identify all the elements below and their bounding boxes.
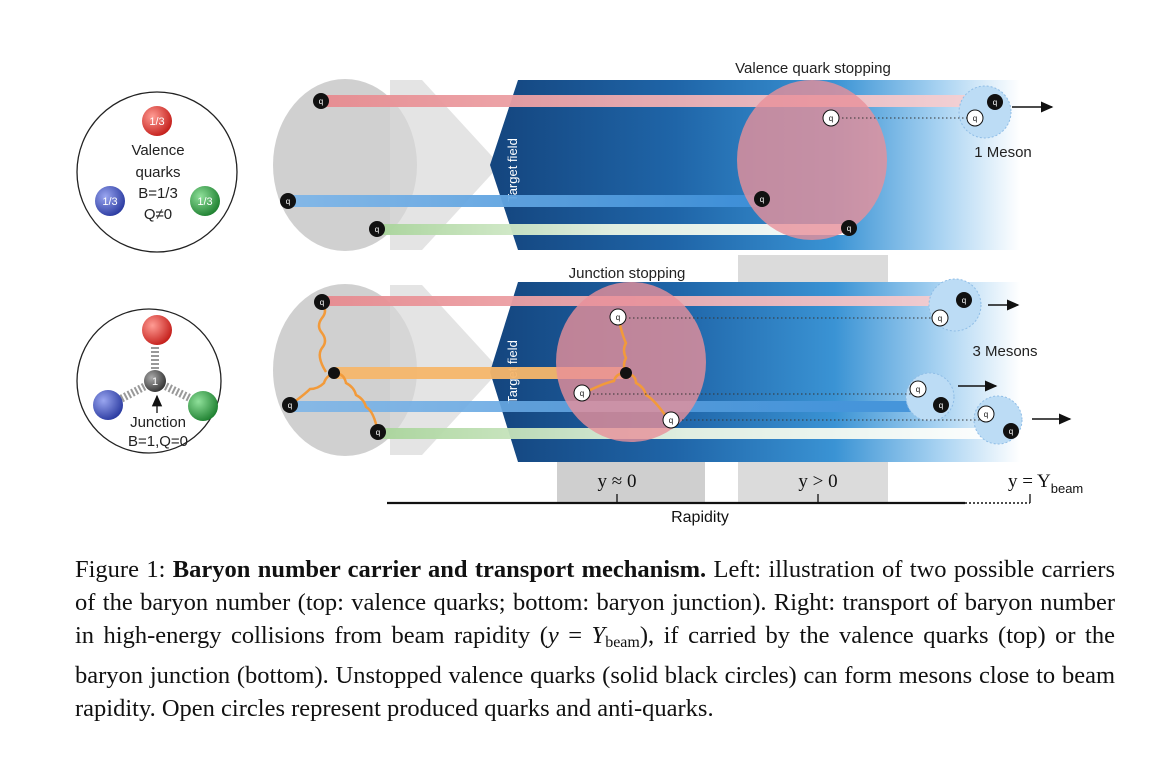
- svg-text:q: q: [319, 97, 323, 106]
- junction-label-line2: B=1,Q=0: [128, 433, 188, 450]
- quark: q: [369, 221, 385, 237]
- caption-math-y: y: [547, 622, 559, 649]
- blue-valence-quark: [95, 186, 125, 216]
- meson-blob-2: [905, 372, 955, 422]
- red-beam-top: [320, 95, 975, 107]
- quark: q: [841, 220, 857, 236]
- meson-blob-top: [958, 85, 1012, 139]
- svg-text:q: q: [973, 114, 977, 123]
- green-beam-top: [378, 224, 848, 235]
- red-junction-quark: [142, 315, 172, 345]
- gluon-beam-bottom: [335, 367, 630, 379]
- svg-text:q: q: [962, 296, 966, 305]
- quark: q: [314, 294, 330, 310]
- quark: q: [370, 424, 386, 440]
- svg-text:q: q: [376, 428, 380, 437]
- blue-beam-top: [290, 195, 765, 207]
- svg-text:q: q: [984, 410, 988, 419]
- figure-caption: Figure 1: Baryon number carrier and tran…: [75, 553, 1115, 725]
- svg-text:q: q: [375, 225, 379, 234]
- valence-label-line2: quarks: [135, 164, 180, 181]
- antiquark: q: [966, 109, 984, 127]
- valence-label-line3: B=1/3: [138, 185, 178, 202]
- green-beam-bottom: [378, 428, 998, 439]
- blue-junction-quark: [93, 390, 123, 420]
- junction-stopping-panel: Target field q q q q q q q: [273, 265, 1072, 462]
- svg-text:q: q: [669, 416, 673, 425]
- valence-stopping-panel: Target field q q q q q q q q Valence qua…: [273, 60, 1054, 251]
- tick-label-y-beam: y = Ybeam: [1008, 471, 1083, 496]
- caption-math-Y: Y: [591, 622, 606, 649]
- quark: q: [282, 397, 298, 413]
- quark: q: [280, 193, 296, 209]
- antiquark: q: [609, 308, 627, 326]
- svg-text:q: q: [847, 224, 851, 233]
- junction-node-stopped: [620, 367, 632, 379]
- target-field-label-top: Target field: [505, 138, 520, 202]
- bottom-meson-label: 3 Mesons: [972, 343, 1037, 360]
- caption-math-sub: beam: [605, 634, 640, 651]
- junction-node-projectile: [328, 367, 340, 379]
- quark: q: [313, 93, 329, 109]
- bottom-panel-title: Junction stopping: [569, 265, 686, 282]
- axis-label-rapidity: Rapidity: [671, 509, 729, 526]
- quark: q: [987, 94, 1003, 110]
- quark: q: [1003, 423, 1019, 439]
- caption-prefix: Figure 1:: [75, 556, 173, 583]
- junction-label-line1: Junction: [130, 414, 186, 431]
- caption-title: Baryon number carrier and transport mech…: [172, 556, 707, 583]
- baryon-transport-diagram: 1/3 1/3 1/3 Valence quarks B=1/3 Q≠0 1 J…: [76, 60, 1083, 526]
- antiquark: q: [909, 380, 927, 398]
- tick-label-y-positive: y > 0: [798, 471, 837, 492]
- svg-text:q: q: [939, 401, 943, 410]
- svg-text:q: q: [320, 298, 324, 307]
- junction-node: [144, 370, 166, 392]
- svg-text:q: q: [938, 314, 942, 323]
- caption-body-1: Left: illustration of two possible carri…: [75, 556, 1115, 649]
- quark: q: [933, 397, 949, 413]
- red-quark-fraction: 1/3: [149, 116, 164, 128]
- svg-text:q: q: [616, 313, 620, 322]
- antiquark: q: [662, 411, 680, 429]
- antiquark: q: [573, 384, 591, 402]
- antiquark: q: [977, 405, 995, 423]
- stopping-zone-top: [737, 80, 887, 240]
- svg-text:q: q: [288, 401, 292, 410]
- red-valence-quark: [142, 106, 172, 136]
- stopping-zone-bottom: [556, 282, 706, 442]
- valence-quark-carrier: 1/3 1/3 1/3 Valence quarks B=1/3 Q≠0: [76, 91, 238, 253]
- quark: q: [754, 191, 770, 207]
- green-quark-fraction: 1/3: [197, 196, 212, 208]
- junction-node-label: 1: [152, 376, 158, 388]
- antiquark: q: [822, 109, 840, 127]
- valence-label-line4: Q≠0: [144, 206, 172, 223]
- top-meson-label: 1 Meson: [974, 144, 1032, 161]
- antiquark: q: [931, 309, 949, 327]
- caption-math-eq: =: [558, 622, 592, 649]
- blue-quark-fraction: 1/3: [102, 196, 117, 208]
- svg-text:q: q: [760, 195, 764, 204]
- svg-text:q: q: [1009, 427, 1013, 436]
- svg-text:q: q: [580, 389, 584, 398]
- green-valence-quark: [190, 186, 220, 216]
- svg-text:q: q: [993, 98, 997, 107]
- valence-label-line1: Valence: [131, 142, 184, 159]
- caption-body-2: ), if carried by the valence quarks (top…: [75, 622, 1115, 722]
- top-panel-title: Valence quark stopping: [735, 60, 891, 77]
- rapidity-band-zero: [557, 460, 705, 502]
- svg-text:q: q: [829, 114, 833, 123]
- tick-label-y-zero: y ≈ 0: [598, 471, 637, 492]
- baryon-junction-carrier: 1 Junction B=1,Q=0: [76, 308, 222, 454]
- quark: q: [956, 292, 972, 308]
- svg-text:q: q: [286, 197, 290, 206]
- green-junction-quark: [188, 391, 218, 421]
- svg-text:q: q: [916, 385, 920, 394]
- rapidity-axis: y ≈ 0 y > 0 y = Ybeam Rapidity: [387, 471, 1083, 526]
